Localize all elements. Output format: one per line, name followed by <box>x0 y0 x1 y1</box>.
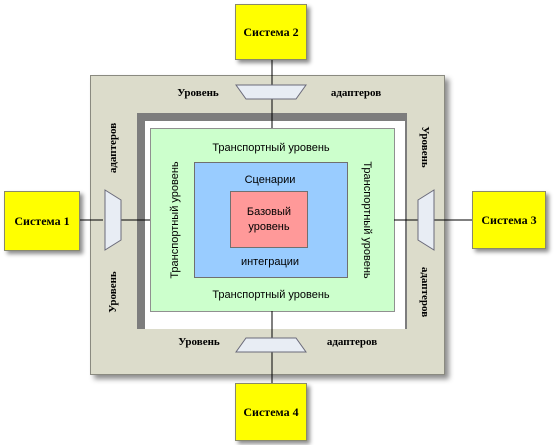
system-3-box: Система 3 <box>472 191 546 249</box>
adapter-left-shape <box>104 189 122 251</box>
adapter-label-left-bottom: Уровень <box>107 271 119 313</box>
transport-label-bottom: Транспортный уровень <box>212 289 330 301</box>
transport-label-left: Транспортный уровень <box>169 161 181 279</box>
transport-label-top: Транспортный уровень <box>212 142 330 154</box>
adapter-right-shape <box>417 189 435 251</box>
system-2-box: Система 2 <box>235 4 307 60</box>
adapter-label-top-right: адаптеров <box>330 87 382 99</box>
adapter-top-shape <box>235 84 307 100</box>
adapter-bottom-shape <box>235 337 307 353</box>
adapter-label-right-top: Уровень <box>419 126 431 168</box>
adapter-label-bottom-right: адаптеров <box>326 336 378 348</box>
adapter-label-bottom-left: Уровень <box>178 336 220 348</box>
transport-label-right: Транспортный уровень <box>361 161 373 279</box>
base-label-line1: Базовый <box>246 205 292 218</box>
adapter-label-top-left: Уровень <box>177 87 219 99</box>
integration-label-top: Сценарии <box>244 174 296 186</box>
integration-label-bottom: интеграции <box>240 256 300 268</box>
system-4-box: Система 4 <box>235 383 307 441</box>
base-label-line2: уровень <box>248 220 290 233</box>
system-1-box: Система 1 <box>4 191 80 251</box>
base-level-box: Базовый уровень <box>230 191 308 248</box>
adapter-label-right-bottom: адаптеров <box>419 266 431 318</box>
adapter-label-left-top: адаптеров <box>107 122 119 174</box>
